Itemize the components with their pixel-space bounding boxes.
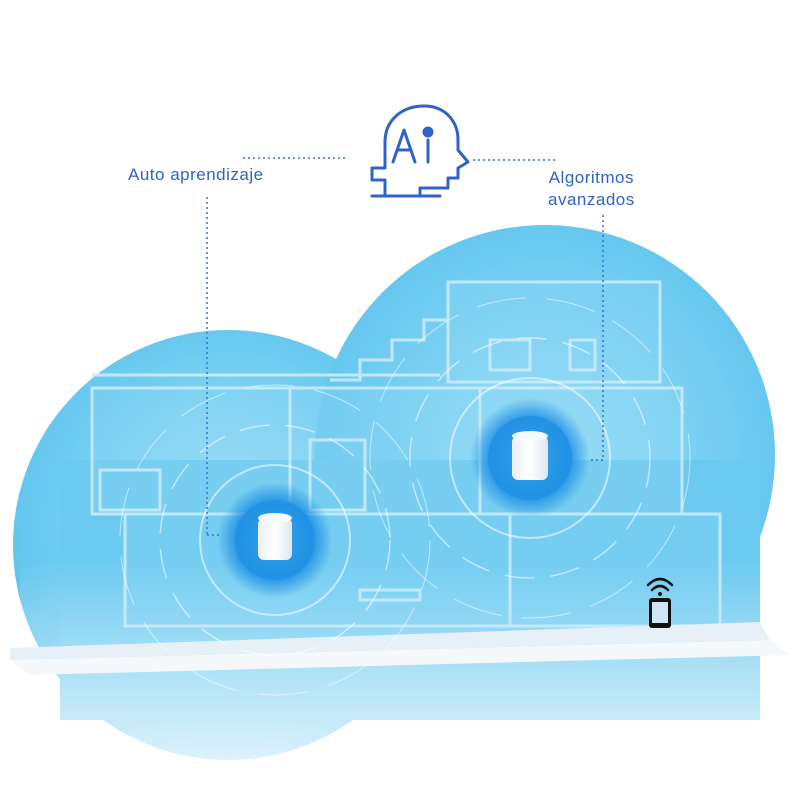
- house-outline: [90, 280, 722, 628]
- mesh-router-icon: [258, 513, 292, 560]
- auto-learning-label: Auto aprendizaje: [128, 165, 264, 184]
- advanced-algorithms-line2: avanzados: [548, 190, 635, 209]
- mesh-router-right: [470, 398, 590, 518]
- house-base: [10, 622, 790, 675]
- advanced-algorithms-label: Algoritmos avanzados: [548, 167, 635, 211]
- connector-lines: [206, 157, 604, 536]
- signal-waves: [119, 297, 691, 696]
- ai-head-icon: [370, 104, 470, 198]
- mesh-router-icon: [512, 431, 548, 480]
- mesh-router-left: [217, 482, 333, 598]
- advanced-algorithms-line1: Algoritmos: [548, 168, 635, 187]
- smartphone-wifi-icon: [646, 577, 674, 628]
